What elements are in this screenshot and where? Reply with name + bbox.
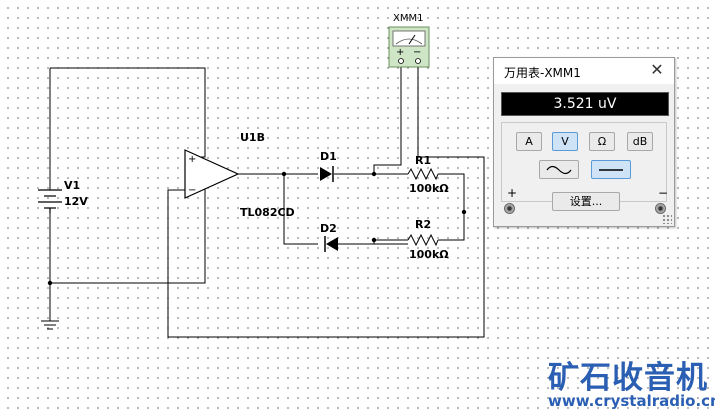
opamp-name: U1B bbox=[240, 131, 265, 144]
multimeter-minus-sign: − bbox=[413, 47, 421, 58]
battery-name: V1 bbox=[64, 179, 80, 192]
junction-dot bbox=[371, 171, 377, 177]
wire-diode-split bbox=[283, 174, 318, 245]
watermark-url: www.crystalradio.cn bbox=[548, 392, 715, 410]
settings-button[interactable]: 设置... bbox=[552, 192, 620, 211]
multimeter-panel: 万用表-XMM1 ✕ 3.521 uV A V Ω dB 设置... + − bbox=[493, 57, 675, 227]
diode-d2-symbol bbox=[324, 236, 338, 252]
close-icon[interactable]: ✕ bbox=[650, 60, 664, 79]
opamp-model: TL082CD bbox=[240, 206, 295, 219]
junction-dot bbox=[281, 171, 287, 177]
wire-r1-out bbox=[438, 173, 465, 212]
ac-wave-icon bbox=[546, 165, 572, 175]
resistor-r2-symbol bbox=[407, 233, 439, 247]
wire-r2-out bbox=[438, 212, 465, 241]
junction-dot bbox=[371, 237, 377, 243]
dc-mode-button[interactable] bbox=[591, 160, 631, 179]
resistor-r1-symbol bbox=[407, 167, 439, 181]
function-button-decibel[interactable]: dB bbox=[627, 132, 653, 151]
watermark-chinese: 矿石收音机 bbox=[548, 360, 708, 396]
minus-terminal-label: − bbox=[658, 186, 669, 200]
multimeter-titlebar[interactable]: 万用表-XMM1 ✕ bbox=[494, 58, 674, 84]
ac-mode-button[interactable] bbox=[539, 160, 579, 179]
plus-terminal[interactable] bbox=[504, 203, 515, 214]
plus-terminal-label: + bbox=[507, 186, 518, 200]
multimeter-plus-sign: + bbox=[396, 47, 404, 58]
resistor-r1-value: 100kΩ bbox=[409, 182, 449, 195]
minus-terminal[interactable] bbox=[655, 203, 666, 214]
resistor-r2-name: R2 bbox=[415, 218, 431, 231]
function-button-ammeter[interactable]: A bbox=[516, 132, 542, 151]
battery-symbol bbox=[38, 189, 62, 213]
resize-grip[interactable] bbox=[662, 214, 672, 224]
diode-d1-symbol bbox=[320, 166, 334, 182]
multimeter-name: XMM1 bbox=[393, 13, 423, 24]
multimeter-symbol bbox=[388, 26, 430, 68]
opamp-minus-sign: − bbox=[188, 185, 196, 196]
resistor-r2-value: 100kΩ bbox=[409, 248, 449, 261]
multimeter-reading: 3.521 uV bbox=[501, 92, 669, 116]
opamp-plus-sign: + bbox=[188, 154, 196, 165]
junction-dot bbox=[461, 209, 467, 215]
battery-value: 12V bbox=[64, 195, 88, 208]
resistor-r1-name: R1 bbox=[415, 154, 431, 167]
function-button-ohmmeter[interactable]: Ω bbox=[589, 132, 615, 151]
wire-meter-plus bbox=[373, 62, 402, 174]
junction-dot bbox=[47, 280, 53, 286]
diode-d1-name: D1 bbox=[320, 150, 337, 163]
diode-d2-name: D2 bbox=[320, 222, 337, 235]
wire-meter-minus bbox=[167, 62, 485, 338]
opamp-symbol bbox=[184, 149, 240, 199]
dc-line-icon bbox=[599, 169, 623, 171]
ground-icon bbox=[41, 320, 59, 330]
multimeter-title: 万用表-XMM1 bbox=[504, 66, 581, 80]
wire-battery-top bbox=[50, 67, 206, 158]
function-button-voltmeter[interactable]: V bbox=[552, 132, 578, 151]
